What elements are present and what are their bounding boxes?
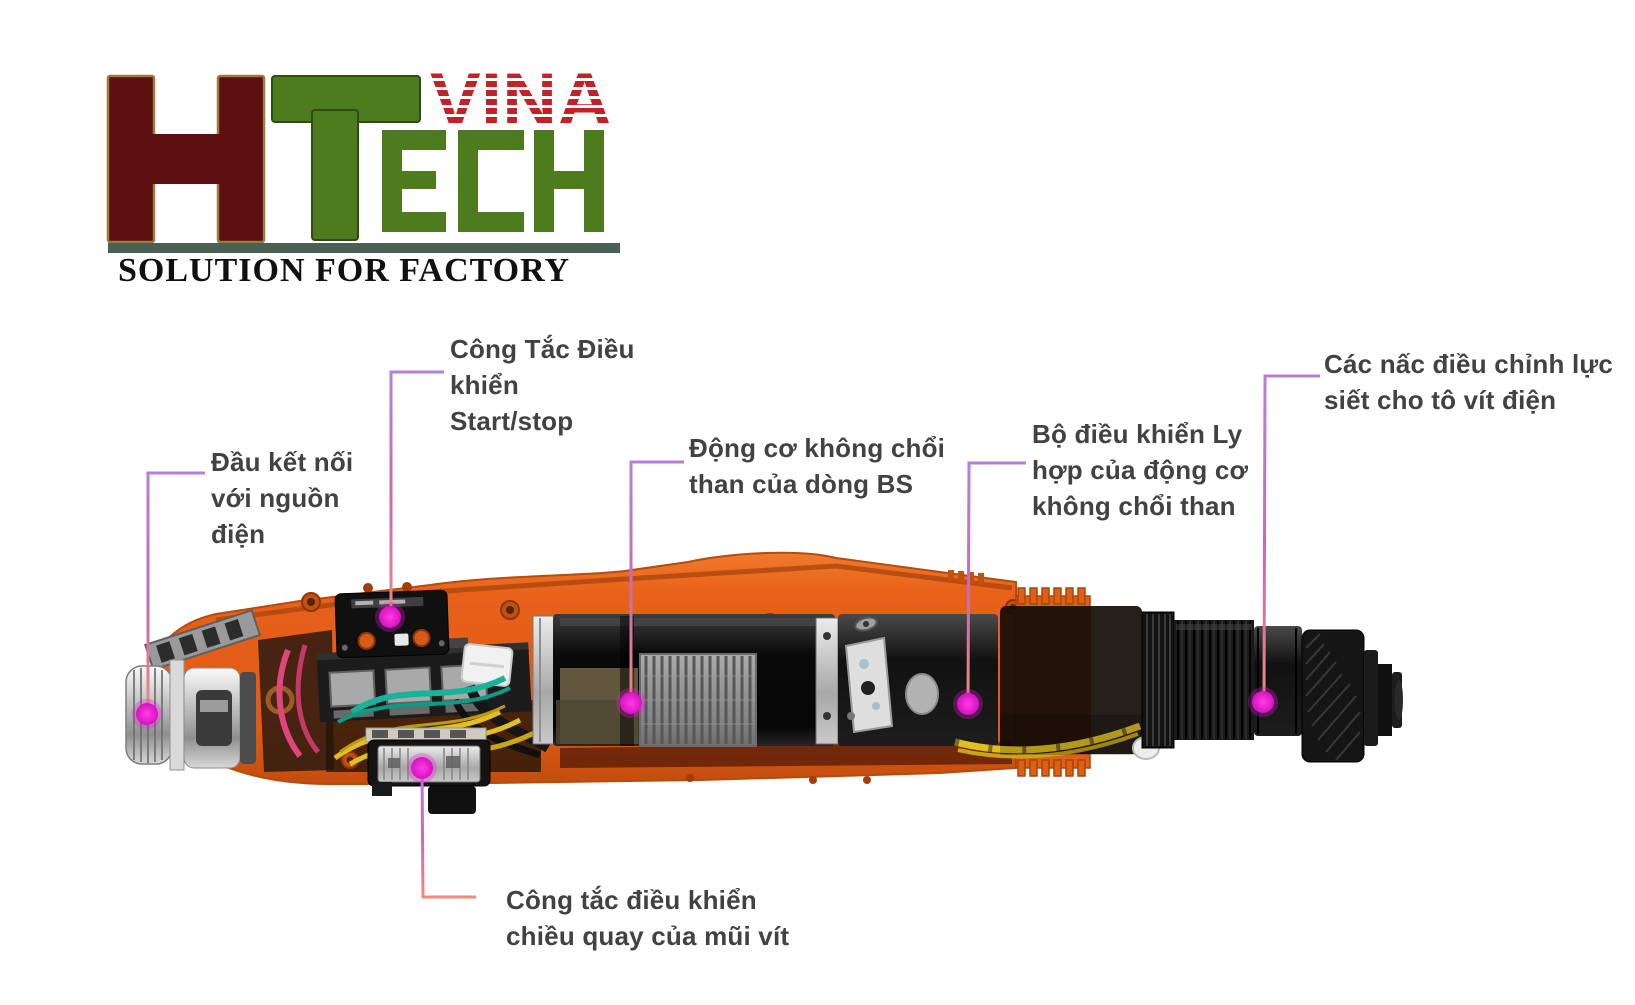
leader-torque-adjustment — [1262, 374, 1320, 703]
label-line: Bộ điều khiển Ly — [1032, 419, 1243, 449]
label-direction-switch: Công tắc điều khiển chiều quay của mũi v… — [506, 882, 789, 954]
marker-dot-start-stop — [379, 606, 401, 628]
label-line: than của dòng BS — [689, 469, 914, 499]
brand-tagline: SOLUTION FOR FACTORY — [118, 252, 571, 289]
screwdriver-diagram — [125, 551, 1403, 814]
marker-dot-brushless-motor — [620, 692, 642, 714]
callout-marker-dots — [132, 602, 1278, 783]
start-stop-switch-part — [334, 589, 450, 659]
marker-dot-power-connector — [136, 703, 158, 725]
power-connector-part — [125, 609, 262, 771]
logo-letters-ech — [382, 130, 604, 232]
label-line: Động cơ không chổi — [689, 433, 946, 463]
label-brushless-motor: Động cơ không chổi than của dòng BS — [689, 430, 945, 502]
logo-vina-text: VINA — [430, 58, 614, 143]
label-line: với nguồn — [211, 483, 340, 513]
leader-direction-switch — [420, 767, 476, 899]
callout-leaders — [146, 370, 1320, 899]
marker-dot-torque-adjustment — [1252, 691, 1274, 713]
label-line: Start/stop — [450, 406, 574, 436]
label-line: hợp của động cơ — [1032, 455, 1249, 485]
internal-wires-left — [265, 644, 320, 758]
logo-letter-t — [271, 75, 421, 241]
label-start-stop-switch: Công Tắc Điều khiển Start/stop — [450, 331, 635, 439]
leader-start-stop — [389, 370, 444, 617]
label-line: siết cho tô vít điện — [1324, 385, 1557, 415]
logo-underline-bar — [108, 243, 620, 253]
logo-letter-h — [106, 74, 266, 244]
label-clutch-controller: Bộ điều khiển Ly hợp của động cơ không c… — [1032, 416, 1248, 524]
label-line: điện — [211, 519, 266, 549]
motor-heatsink — [639, 653, 757, 747]
label-line: Đầu kết nối — [211, 447, 354, 477]
label-power-connector: Đầu kết nối với nguồn điện — [211, 444, 353, 552]
label-line: chiều quay của mũi vít — [506, 921, 790, 951]
label-line: Công Tắc Điều — [450, 334, 635, 364]
label-torque-adjustment: Các nấc điều chỉnh lực siết cho tô vít đ… — [1324, 346, 1613, 418]
label-line: Công tắc điều khiển — [506, 885, 757, 915]
marker-dot-direction-switch — [411, 757, 433, 779]
marker-dot-clutch-controller — [957, 693, 979, 715]
label-line: Các nấc điều chỉnh lực — [1324, 349, 1614, 379]
leader-brushless-motor — [629, 460, 684, 703]
label-line: không chổi than — [1032, 491, 1236, 521]
clutch-controller-part — [838, 614, 998, 746]
housing-bottom-slot — [560, 742, 1012, 768]
leader-clutch-controller — [966, 461, 1026, 705]
leader-power-connector — [146, 471, 205, 714]
htech-vina-logo: VINA — [106, 58, 620, 253]
label-line: khiển — [450, 370, 519, 400]
nose-assembly — [954, 606, 1403, 763]
brushless-motor-part — [532, 614, 839, 747]
